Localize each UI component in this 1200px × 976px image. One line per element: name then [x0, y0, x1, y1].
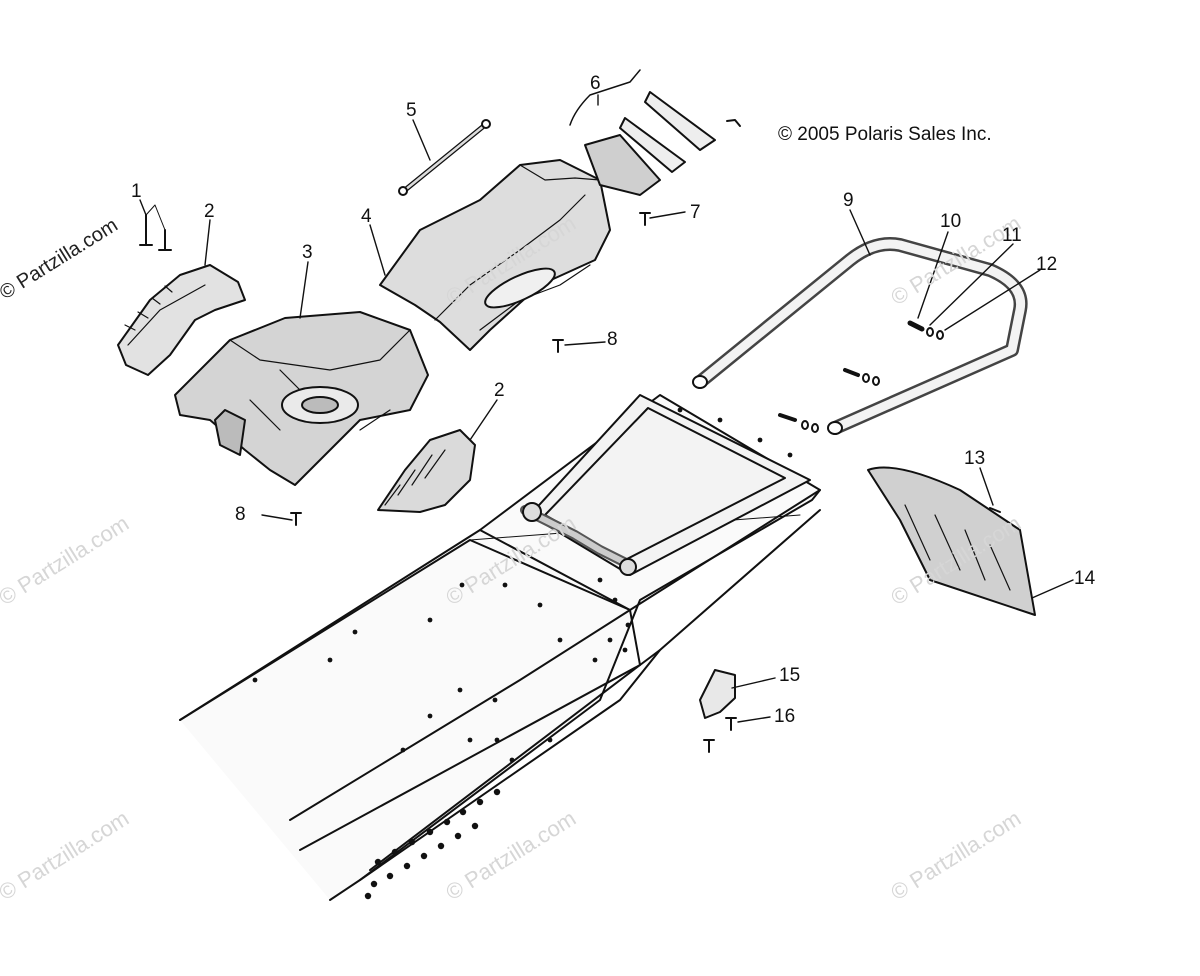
callout-10: 10	[940, 211, 962, 232]
callout-2: 2	[204, 201, 215, 222]
callout-5: 5	[406, 100, 417, 121]
bracket-part-15	[699, 669, 736, 719]
fastener-part-8b	[290, 512, 302, 526]
callout-3: 3	[302, 242, 313, 263]
strut-part-5	[398, 119, 491, 196]
callout-14: 14	[1074, 568, 1096, 589]
rivet-part-16	[703, 717, 737, 753]
hood-part-3	[174, 311, 429, 486]
mount-bolts-part	[778, 368, 880, 433]
washer-part-12	[936, 330, 944, 340]
callout-8: 8	[607, 329, 618, 350]
callout-2: 2	[494, 380, 505, 401]
lens-assembly-part-6	[569, 69, 741, 196]
side-cover-part-2a	[117, 264, 246, 376]
callout-9: 9	[843, 190, 854, 211]
screw-part-13	[989, 507, 1001, 513]
callout-6: 6	[590, 73, 601, 94]
callout-12: 12	[1036, 254, 1058, 275]
callout-1: 1	[131, 181, 142, 202]
flap-part-14	[867, 466, 1036, 616]
leader-lines	[139, 94, 1074, 723]
callout-13: 13	[964, 448, 986, 469]
grab-bar-part-9	[692, 237, 1028, 435]
side-cover-part-2b	[377, 429, 476, 513]
callout-15: 15	[779, 665, 801, 686]
fastener-part-8a	[552, 339, 564, 353]
callout-7: 7	[690, 202, 701, 223]
callout-11: 11	[1002, 225, 1022, 246]
cooler-part	[520, 394, 811, 576]
callout-8: 8	[235, 504, 246, 525]
washer-part-11	[926, 327, 934, 337]
bolt-part-10	[907, 320, 925, 332]
copyright-notice: © 2005 Polaris Sales Inc.	[778, 124, 992, 145]
callout-4: 4	[361, 206, 372, 227]
callout-16: 16	[774, 706, 796, 727]
fastener-part-7	[639, 212, 651, 226]
console-part-4	[379, 159, 611, 351]
bolt-part-1	[139, 204, 172, 251]
